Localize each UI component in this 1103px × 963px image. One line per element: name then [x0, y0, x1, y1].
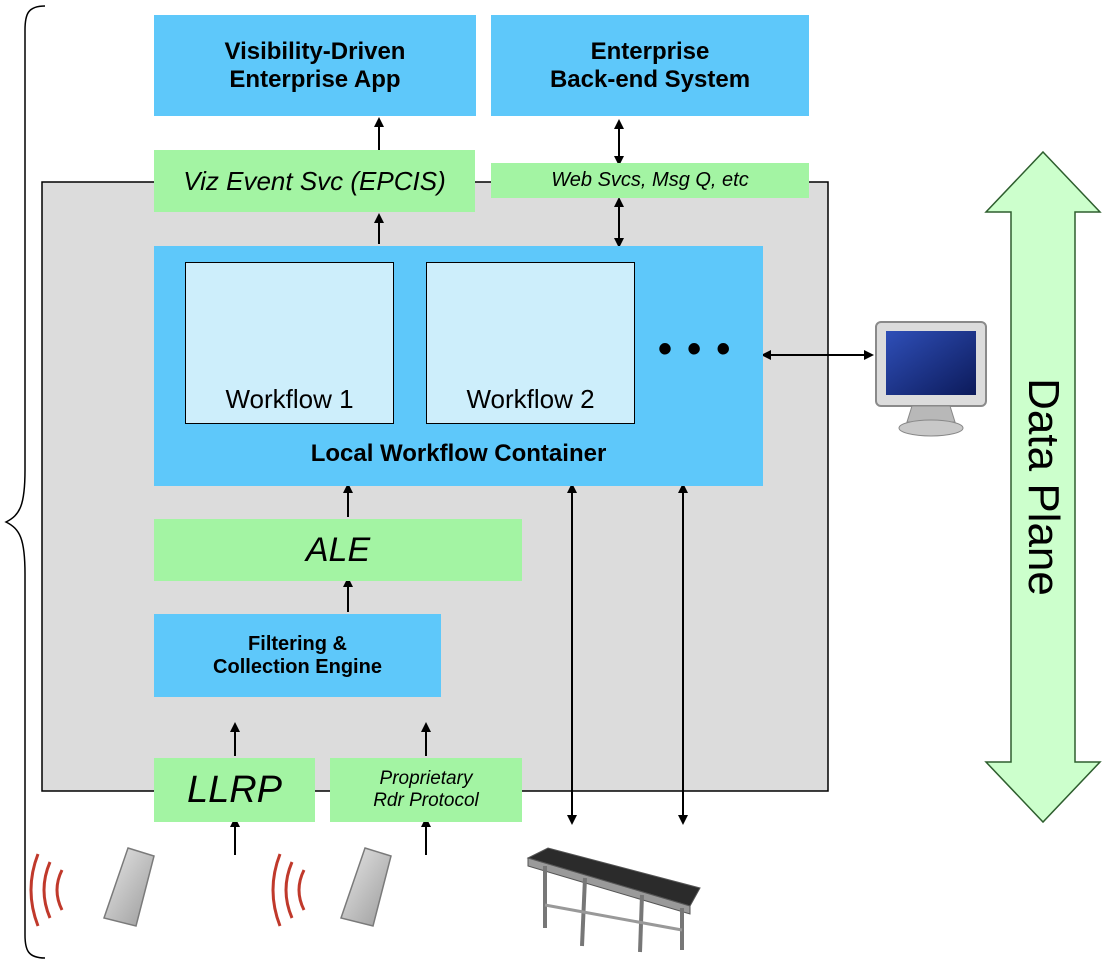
rfid-reader-icon	[103, 847, 155, 927]
conveyor-belt-icon	[526, 847, 701, 953]
web-svcs-box: Web Svcs, Msg Q, etc	[491, 163, 809, 198]
visibility-app-box: Visibility-Driven Enterprise App	[154, 15, 476, 116]
backend-system-box: Enterprise Back-end System	[491, 15, 809, 116]
workflow-1-label: Workflow 1	[225, 384, 354, 414]
more-workflows-ellipsis: • • •	[658, 327, 733, 371]
radio-wave-icon	[29, 853, 64, 927]
backend-line-2: Back-end System	[549, 65, 751, 93]
filtering-line-2: Collection Engine	[213, 655, 382, 678]
radio-wave-icon	[271, 853, 306, 927]
left-brace	[4, 5, 46, 959]
visibility-app-line-1: Visibility-Driven	[224, 37, 406, 65]
proprietary-protocol-box: Proprietary Rdr Protocol	[330, 758, 522, 822]
viz-event-svc-box: Viz Event Svc (EPCIS)	[154, 150, 475, 212]
workflow-2-box: Workflow 2	[426, 262, 635, 424]
data-plane-label: Data Plane	[1019, 378, 1068, 596]
llrp-label: LLRP	[186, 768, 283, 811]
backend-line-1: Enterprise	[590, 37, 710, 65]
filtering-line-1: Filtering &	[248, 632, 347, 655]
filtering-engine-box: Filtering & Collection Engine	[154, 614, 441, 697]
container-label: Local Workflow Container	[310, 440, 607, 467]
ale-box: ALE	[154, 519, 522, 581]
ale-label: ALE	[305, 530, 371, 569]
workflow-1-box: Workflow 1	[185, 262, 394, 424]
monitor-icon	[875, 321, 987, 437]
web-svcs-label: Web Svcs, Msg Q, etc	[551, 169, 749, 191]
proprietary-line-2: Rdr Protocol	[373, 790, 479, 811]
viz-event-svc-label: Viz Event Svc (EPCIS)	[183, 165, 446, 196]
data-plane-arrow	[984, 150, 1102, 824]
visibility-app-line-2: Enterprise App	[229, 65, 401, 93]
proprietary-line-1: Proprietary	[379, 768, 473, 789]
llrp-box: LLRP	[154, 758, 315, 822]
rfid-reader-icon	[340, 847, 392, 927]
workflow-2-label: Workflow 2	[466, 384, 595, 414]
